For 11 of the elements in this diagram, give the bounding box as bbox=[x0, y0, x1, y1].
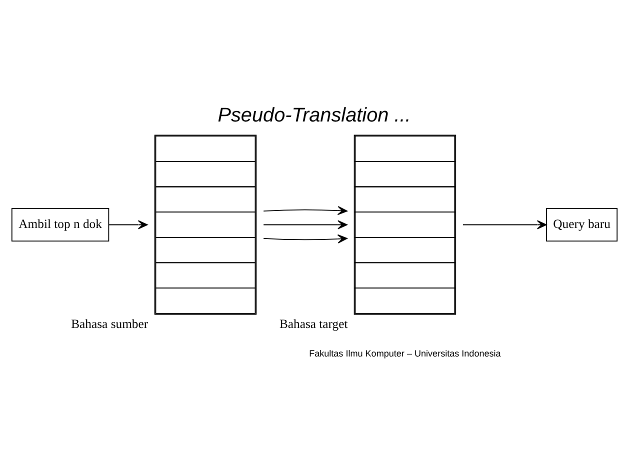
node-label: Bahasa target bbox=[279, 316, 348, 331]
node-box: Query baru bbox=[546, 208, 618, 241]
arrow bbox=[263, 206, 348, 215]
node-box: Ambil top n dok bbox=[11, 208, 110, 241]
arrow bbox=[263, 220, 348, 229]
diagram-title: Pseudo-Translation ... bbox=[218, 104, 411, 126]
label: Fakultas Ilmu Komputer – Universitas Indonesia bbox=[309, 348, 501, 358]
node-label: Bahasa sumber bbox=[71, 316, 148, 331]
arrow bbox=[263, 234, 348, 243]
arrow bbox=[108, 220, 148, 229]
arrow bbox=[462, 220, 547, 229]
